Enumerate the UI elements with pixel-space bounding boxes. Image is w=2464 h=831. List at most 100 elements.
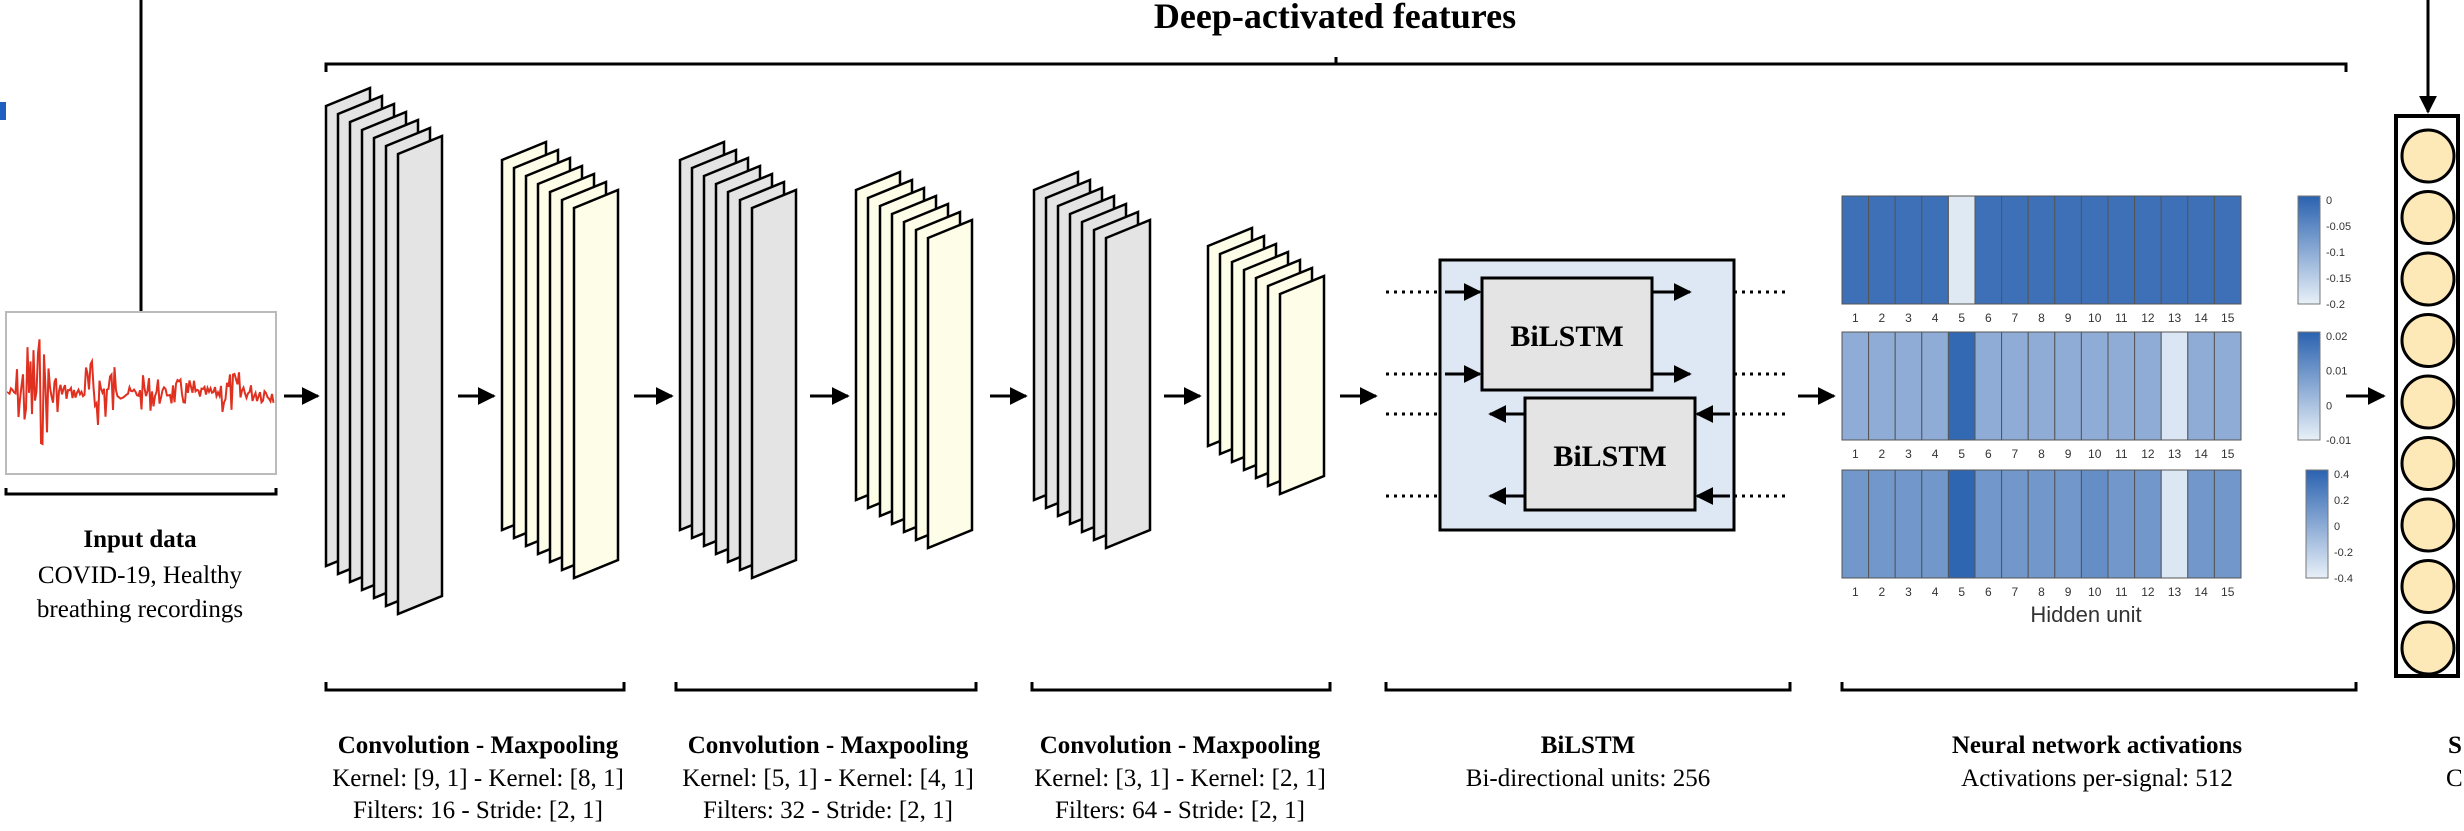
heatmap-cell <box>1894 469 1923 579</box>
conv-stack-1 <box>324 86 444 616</box>
pool-stack-3 <box>1206 226 1326 496</box>
heatmap-cell <box>2134 469 2162 579</box>
heatmap-cell <box>1974 331 2003 441</box>
heatmap-cell <box>2027 331 2056 441</box>
colorbar-tick-label: 0 <box>2334 521 2340 533</box>
colorbar-tick-label: -0.1 <box>2326 247 2345 259</box>
input-desc-line2: breathing recordings <box>37 596 243 623</box>
heatmap-cell <box>2160 195 2189 305</box>
heatmap-cell <box>1921 331 1949 441</box>
diagram-title: Deep-activated features <box>1154 0 1516 36</box>
feature-map-layer <box>396 134 444 616</box>
heatmap-cell <box>2054 331 2082 441</box>
stage-detail-line2: Filters: 16 - Stride: [2, 1] <box>353 797 603 824</box>
stage-detail-line1: Kernel: [3, 1] - Kernel: [2, 1] <box>1034 765 1326 792</box>
heatmap-unit-label: 13 <box>2168 585 2182 599</box>
heatmap-unit-label: 15 <box>2221 447 2235 461</box>
heatmap-unit-label: 1 <box>1852 311 1859 325</box>
colorbar-tick-label: -0.2 <box>2326 299 2345 311</box>
input-desc-line1: COVID-19, Healthy <box>38 562 243 589</box>
edge-mark <box>0 102 6 120</box>
heatmap-unit-label: 15 <box>2221 585 2235 599</box>
heatmap-colorbar <box>2297 331 2321 441</box>
output-title-partial: S <box>2448 732 2462 759</box>
feature-map-layer <box>1278 274 1326 496</box>
heatmap-cell <box>2080 195 2109 305</box>
bilstm-block-backward-label: BiLSTM <box>1553 440 1666 473</box>
heatmap-unit-label: 10 <box>2088 447 2102 461</box>
heatmap-cell <box>2213 195 2242 305</box>
heatmap-cell <box>1947 469 1976 579</box>
stage-detail-line1: Kernel: [9, 1] - Kernel: [8, 1] <box>332 765 624 792</box>
bilstm-module: BiLSTM BiLSTM <box>1386 258 1790 532</box>
colorbar-tick-label: 0.4 <box>2334 469 2349 481</box>
heatmap-cell <box>1947 195 1976 305</box>
heatmap-unit-label: 10 <box>2088 585 2102 599</box>
output-neuron <box>2400 128 2456 184</box>
bilstm-block-forward-label: BiLSTM <box>1510 320 1623 353</box>
heatmap-unit-label: 7 <box>2012 585 2019 599</box>
stage-detail-line1: Activations per-signal: 512 <box>1961 765 2233 792</box>
layer-stacks <box>324 86 1326 616</box>
top-brace <box>324 57 2348 72</box>
output-line-partial: C <box>2446 765 2463 792</box>
pool-stack-2 <box>854 170 974 550</box>
heatmap-cell <box>1868 195 1896 305</box>
heatmap-unit-label: 10 <box>2088 311 2102 325</box>
heatmap-unit-label: 4 <box>1932 311 1939 325</box>
output-neuron <box>2400 251 2456 307</box>
colorbar-tick-label: 0.01 <box>2326 366 2347 378</box>
stage-title: Neural network activations <box>1952 732 2243 759</box>
conv-stack-2 <box>678 140 798 580</box>
heatmap-unit-label: 9 <box>2065 311 2072 325</box>
heatmap-unit-label: 5 <box>1958 311 1965 325</box>
heatmap-unit-label: 8 <box>2038 447 2045 461</box>
heatmap-unit-label: 1 <box>1852 585 1859 599</box>
heatmap-cell <box>2213 469 2242 579</box>
heatmap-colorbar <box>2297 195 2321 305</box>
heatmap-unit-label: 5 <box>1958 585 1965 599</box>
heatmap-cell <box>1974 469 2003 579</box>
colorbar-tick-label: -0.2 <box>2334 547 2353 559</box>
heatmap-cell <box>2107 331 2136 441</box>
bilstm-block-forward <box>1480 276 1654 392</box>
heatmap-cell <box>2187 195 2215 305</box>
heatmap-cell <box>2054 195 2082 305</box>
stage-title: Convolution - Maxpooling <box>1040 732 1321 759</box>
output-neuron <box>2400 190 2456 245</box>
heatmap-unit-label: 2 <box>1879 311 1886 325</box>
heatmap-unit-label: 11 <box>2115 447 2128 461</box>
heatmap-cell <box>2160 469 2189 579</box>
heatmap-unit-label: 3 <box>1905 311 1912 325</box>
heatmap-unit-label: 6 <box>1985 311 1992 325</box>
heatmap-unit-label: 12 <box>2141 311 2155 325</box>
output-neuron <box>2400 620 2456 676</box>
heatmap-unit-label: 9 <box>2065 585 2072 599</box>
heatmap-cell <box>2134 331 2162 441</box>
heatmap-cell <box>2107 195 2136 305</box>
stage-brace <box>1384 682 1792 692</box>
feature-map-layer <box>572 188 620 580</box>
heatmap-unit-label: 4 <box>1932 447 1939 461</box>
stage-title: Convolution - Maxpooling <box>338 732 619 759</box>
heatmap-unit-label: 2 <box>1879 447 1886 461</box>
heatmap-unit-label: 8 <box>2038 311 2045 325</box>
stage-detail-line2: Filters: 64 - Stride: [2, 1] <box>1055 797 1305 824</box>
heatmap-unit-label: 6 <box>1985 447 1992 461</box>
heatmap-cell <box>2134 195 2162 305</box>
output-neurons <box>2400 128 2456 676</box>
heatmap-unit-label: 7 <box>2012 447 2019 461</box>
heatmap-unit-label: 3 <box>1905 447 1912 461</box>
heatmap-unit-label: 6 <box>1985 585 1992 599</box>
heatmap-cell <box>1921 469 1949 579</box>
heatmap-cell <box>1841 331 1870 441</box>
heatmap-cell <box>1868 469 1896 579</box>
output-neuron <box>2400 497 2456 553</box>
heatmap-cell <box>2107 469 2136 579</box>
heatmap-cell <box>1894 331 1923 441</box>
